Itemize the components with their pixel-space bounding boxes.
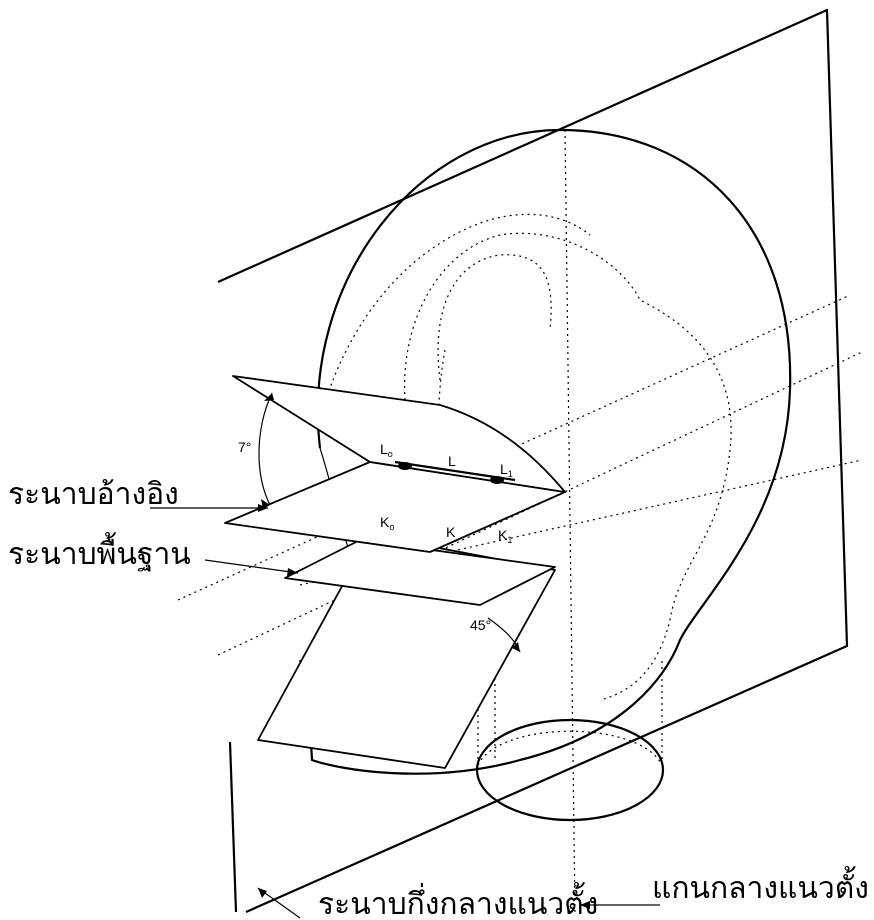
leader-basic-arrow [287,568,298,576]
angle-label-7: 7° [238,439,251,455]
eye-marker-right [490,476,504,484]
point-label-L: L [448,453,456,469]
neck-base-ellipse [475,718,665,822]
vertical-central-axis [564,129,576,913]
label-reference-plane: ระนาบอ้างอิง [8,477,179,512]
face-inner-dotted [437,254,552,381]
angle-label-45: 45° [470,617,491,633]
median-plane-lower-edge [228,741,238,913]
basic-plane [284,539,556,606]
point-label-L1: L1 [500,461,513,479]
point-label-K0: Ko [380,514,394,532]
leader-median-arrow [258,888,267,898]
label-median-plane: ระนาบกึ่งกลางแนวตั้ง [318,882,598,920]
point-label-L0: Lo [380,441,393,459]
label-basic-plane: ระนาบพื้นฐาน [8,532,191,572]
point-label-K1: K1 [498,527,512,545]
upper-tilted-plane [232,375,566,493]
eye-marker-left [398,462,412,470]
leader-basic-plane [204,559,299,574]
neck-base-dotted-top [477,730,663,766]
point-label-K: K [446,524,456,540]
median-plane-sheet [217,8,849,914]
label-vertical-axis: แกนกลางแนวตั้ง [652,866,869,906]
face-profile-dotted [403,232,732,701]
angle-arrow-7-top [264,393,274,401]
leader-reference-arrow [258,504,268,512]
face-contour-dotted [319,213,591,421]
leader-vertical-axis-arrow [580,901,590,909]
angle-arc-7 [258,392,273,506]
angle-arrow-45 [512,642,520,652]
head-outline [306,128,792,775]
